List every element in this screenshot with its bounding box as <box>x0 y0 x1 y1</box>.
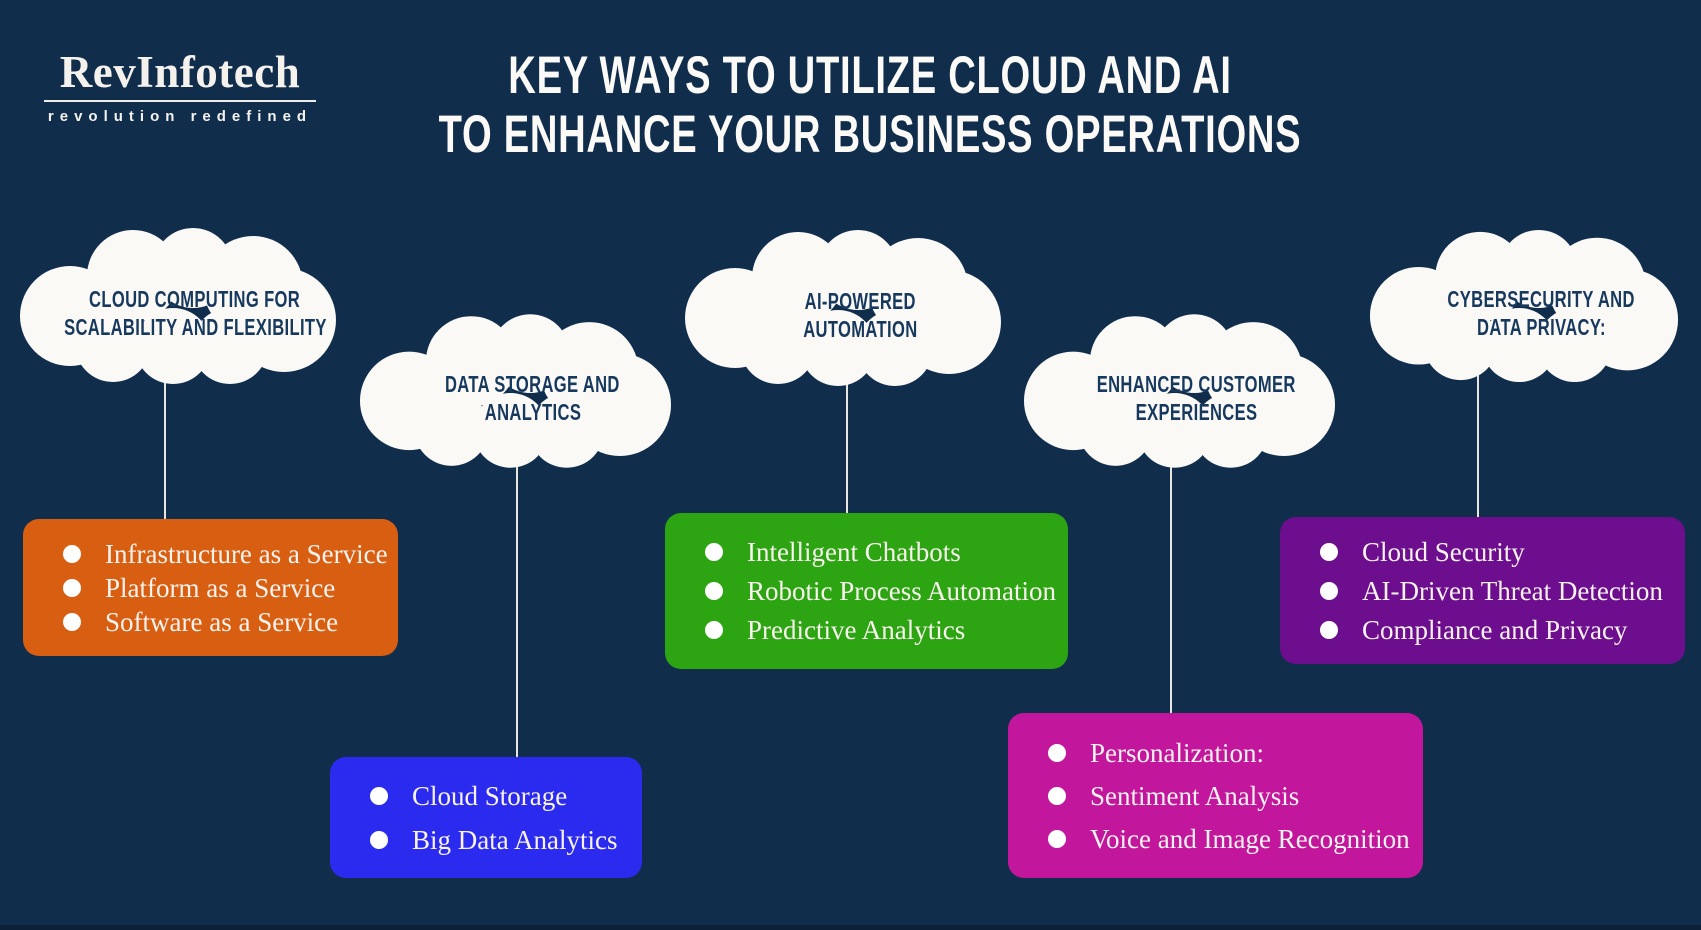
bullet-icon <box>1048 829 1066 848</box>
connector-line-customer-experiences <box>1170 450 1172 716</box>
info-box-list: Intelligent Chatbots Robotic Process Aut… <box>665 513 1068 669</box>
list-item-text: Intelligent Chatbots <box>747 537 961 567</box>
cloud-label-line: AUTOMATION <box>802 316 918 342</box>
info-box-list: Personalization: Sentiment Analysis Voic… <box>1008 713 1423 878</box>
bullet-icon <box>705 621 723 639</box>
bullet-icon <box>1048 743 1066 762</box>
cloud-label: AI-POWERED AUTOMATION <box>683 228 1003 388</box>
list-item: Cloud Storage <box>370 781 632 811</box>
cloud-label-line: DATA STORAGE AND <box>445 371 620 397</box>
bullet-icon <box>1320 620 1338 639</box>
connector-line-ai-automation <box>846 370 848 516</box>
bullet-icon <box>705 543 723 561</box>
bottom-strip <box>0 925 1701 930</box>
list-item: Compliance and Privacy <box>1320 615 1675 645</box>
cloud-cybersecurity: CYBERSECURITY AND DATA PRIVACY: <box>1368 226 1680 386</box>
logo: RevInfotech revolution redefined <box>44 48 316 125</box>
cloud-label: ENHANCED CUSTOMER EXPERIENCES <box>1022 312 1337 470</box>
list-item: Robotic Process Automation <box>705 576 1058 606</box>
info-box-data-storage: Cloud Storage Big Data Analytics <box>330 757 642 878</box>
list-item: Infrastructure as a Service <box>63 539 388 569</box>
page-title: KEY WAYS TO UTILIZE CLOUD AND AI TO ENHA… <box>180 46 1560 164</box>
page-title-line-1: KEY WAYS TO UTILIZE CLOUD AND AI <box>508 46 1232 105</box>
cloud-ai-automation: AI-POWERED AUTOMATION <box>683 228 1003 388</box>
info-box-cybersecurity: Cloud Security AI-Driven Threat Detectio… <box>1280 517 1685 664</box>
list-item-text: Cloud Security <box>1362 536 1525 567</box>
list-item: Sentiment Analysis <box>1048 781 1413 811</box>
list-item: Personalization: <box>1048 738 1413 768</box>
cloud-label-line: CLOUD COMPUTING FOR <box>89 286 301 312</box>
cloud-label-line: DATA PRIVACY: <box>1476 314 1606 340</box>
list-item-text: Compliance and Privacy <box>1362 614 1628 645</box>
list-item-text: Sentiment Analysis <box>1090 780 1300 811</box>
cloud-label-line: CYBERSECURITY AND <box>1447 286 1635 312</box>
bullet-icon <box>705 582 723 600</box>
list-item-text: AI-Driven Threat Detection <box>1362 575 1663 606</box>
list-item-text: Personalization: <box>1090 737 1264 768</box>
cloud-label: CYBERSECURITY AND DATA PRIVACY: <box>1368 226 1680 386</box>
info-box-list: Cloud Storage Big Data Analytics <box>330 757 642 878</box>
page-title-line-2: TO ENHANCE YOUR BUSINESS OPERATIONS <box>438 105 1302 164</box>
cloud-customer-experiences: ENHANCED CUSTOMER EXPERIENCES <box>1022 312 1337 470</box>
bullet-icon <box>370 786 388 805</box>
cloud-label-line: AI-POWERED <box>804 288 916 314</box>
cloud-label-line: ENHANCED CUSTOMER <box>1096 371 1297 397</box>
list-item-text: Predictive Analytics <box>747 615 966 645</box>
bullet-icon <box>1320 581 1338 600</box>
bullet-icon <box>1320 542 1338 561</box>
cloud-label-line: ANALYTICS <box>484 399 581 425</box>
cloud-data-storage: DATA STORAGE AND ANALYTICS <box>358 312 673 470</box>
cloud-label: CLOUD COMPUTING FOR SCALABILITY AND FLEX… <box>18 226 338 386</box>
info-box-list: Cloud Security AI-Driven Threat Detectio… <box>1280 517 1685 664</box>
list-item: Software as a Service <box>63 607 388 637</box>
bullet-icon <box>63 544 81 563</box>
connector-line-data-storage <box>516 450 518 760</box>
cloud-cloud-computing: CLOUD COMPUTING FOR SCALABILITY AND FLEX… <box>18 226 338 386</box>
bullet-icon <box>1048 786 1066 805</box>
cloud-label-line: SCALABILITY AND FLEXIBILITY <box>63 314 327 340</box>
info-box-customer-experiences: Personalization: Sentiment Analysis Voic… <box>1008 713 1423 878</box>
list-item-text: Robotic Process Automation <box>747 576 1056 606</box>
list-item-text: Infrastructure as a Service <box>105 538 388 569</box>
list-item: Big Data Analytics <box>370 825 632 855</box>
logo-tagline: revolution redefined <box>47 108 313 125</box>
cloud-label: DATA STORAGE AND ANALYTICS <box>358 312 673 470</box>
list-item-text: Voice and Image Recognition <box>1090 823 1410 854</box>
bullet-icon <box>370 830 388 849</box>
info-box-list: Infrastructure as a Service Platform as … <box>23 519 398 656</box>
cloud-label-line: EXPERIENCES <box>1135 399 1258 425</box>
info-box-cloud-computing: Infrastructure as a Service Platform as … <box>23 519 398 656</box>
list-item-text: Platform as a Service <box>105 572 336 603</box>
list-item: Predictive Analytics <box>705 615 1058 645</box>
list-item-text: Big Data Analytics <box>412 824 618 855</box>
list-item-text: Cloud Storage <box>412 780 568 811</box>
info-box-ai-automation: Intelligent Chatbots Robotic Process Aut… <box>665 513 1068 669</box>
list-item: AI-Driven Threat Detection <box>1320 576 1675 606</box>
list-item: Voice and Image Recognition <box>1048 824 1413 854</box>
connector-line-cloud-computing <box>164 370 166 522</box>
list-item: Platform as a Service <box>63 573 388 603</box>
logo-name: RevInfotech <box>44 48 316 102</box>
list-item: Cloud Security <box>1320 537 1675 567</box>
bullet-icon <box>63 612 81 631</box>
bullet-icon <box>63 578 81 597</box>
list-item-text: Software as a Service <box>105 606 339 637</box>
connector-line-cybersecurity <box>1477 370 1479 520</box>
list-item: Intelligent Chatbots <box>705 537 1058 567</box>
